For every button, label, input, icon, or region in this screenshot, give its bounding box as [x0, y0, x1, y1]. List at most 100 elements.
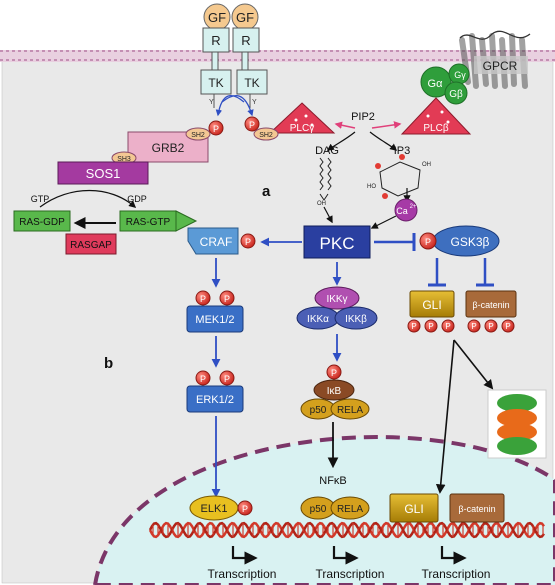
phospho-label-bcat-3: P	[505, 322, 510, 331]
phospho-tk-right	[244, 116, 260, 132]
g-beta-label: Gβ	[449, 89, 463, 100]
phospho-label-mek-1: P	[200, 294, 206, 304]
gf-label-1: GF	[208, 10, 226, 25]
tk-label-1: TK	[208, 76, 223, 90]
gpcr-label: GPCR	[483, 59, 518, 73]
ip3-ho-label: HO	[367, 184, 376, 190]
beta-catenin-nuc-label: β-catenin	[458, 504, 495, 514]
phospho-label-tk-right: P	[249, 120, 255, 130]
plc-gamma-label: PLCγ	[290, 123, 314, 134]
ikk-complex: IKKγ IKKα IKKβ	[296, 286, 378, 330]
dna-helix	[148, 521, 545, 539]
phospho-label-elk1: P	[242, 504, 248, 514]
erk: P P ERK1/2	[186, 370, 244, 413]
transcription-label-2: Transcription	[316, 567, 385, 581]
p50-nuc-label: p50	[310, 504, 327, 515]
sh3-label: SH3	[117, 156, 131, 163]
ikk-beta-label: IKKβ	[345, 314, 367, 325]
ikb-label: IκB	[327, 386, 342, 397]
sh2-label-2: SH2	[259, 132, 273, 139]
transcription-label-1: Transcription	[208, 567, 277, 581]
panel-label-a: a	[262, 183, 271, 200]
gf-label-2: GF	[236, 10, 254, 25]
sh2-label-1: SH2	[191, 132, 205, 139]
tk-label-2: TK	[244, 76, 259, 90]
plc-gamma: PLCγ	[268, 102, 336, 134]
pip2-label: PIP2	[351, 111, 375, 123]
gli-cytoplasm: GLI P P P	[407, 290, 455, 333]
transcription-label-3: Transcription	[422, 567, 491, 581]
erk-label: ERK1/2	[196, 394, 234, 406]
phospho-label-erk-2: P	[224, 374, 230, 384]
gsk3b: GSK3β P	[419, 225, 500, 257]
dag-oh-label: OH	[317, 201, 326, 207]
elk1-label: ELK1	[201, 503, 228, 515]
dag-label: DAG	[315, 145, 339, 157]
g-alpha-label: Gα	[428, 78, 444, 90]
y-label-1: Y	[209, 99, 214, 106]
dag-molecule: OH	[317, 157, 332, 207]
receptor-tyrosine-kinase: GF GF R R TK TK Y Y	[200, 3, 268, 117]
gtp-label: GTP	[31, 194, 50, 204]
phospho-label-bcat-1: P	[471, 322, 476, 331]
phospho-label-mek-2: P	[224, 294, 230, 304]
transcription-arrow-3: Transcription	[422, 546, 491, 581]
mek-label: MEK1/2	[195, 314, 234, 326]
ip3-label: IP3	[394, 145, 411, 157]
nfkb-nuclear: p50 RELA	[300, 496, 370, 520]
rasgap-label: RASGAP	[70, 240, 112, 251]
grb2: GRB2 SH2 SH3	[111, 127, 211, 165]
transcription-arrow-2: Transcription	[316, 546, 385, 581]
r-label-1: R	[211, 33, 220, 48]
nfkb-label: NFκB	[319, 475, 347, 487]
mek: P P MEK1/2	[186, 290, 244, 333]
ras-gdp-label: RAS-GDP	[19, 217, 65, 228]
elk1-nuclear: ELK1 P	[189, 495, 253, 521]
phospho-label-bcat-2: P	[488, 322, 493, 331]
rela-cyto-label: RELA	[337, 405, 363, 416]
phospho-label-gli-1: P	[411, 322, 416, 331]
ras-gdp: RAS-GDP	[13, 210, 71, 232]
rasgap: RASGAP	[65, 233, 117, 255]
gsk3b-label: GSK3β	[451, 235, 490, 249]
phospho-label-tk-left: P	[213, 124, 219, 134]
phospho-tk-left	[208, 120, 224, 136]
g-gamma-label: Gγ	[454, 70, 466, 80]
grb2-label: GRB2	[152, 141, 185, 155]
p50-cyto-label: p50	[310, 405, 327, 416]
panel-label-b: b	[104, 355, 113, 372]
pkc: PKC	[303, 225, 371, 259]
calcium-charge: 2+	[410, 204, 417, 210]
phospho-label-craf: P	[245, 237, 251, 247]
phospho-label-gli-3: P	[445, 322, 450, 331]
beta-catenin-cyto-label: β-catenin	[472, 300, 509, 310]
ip3-oh-label: OH	[422, 162, 431, 168]
transcription-arrow-1: Transcription	[208, 546, 277, 581]
gdp-label: GDP	[127, 194, 147, 204]
ras-gtp: RAS-GTP	[119, 210, 198, 232]
beta-catenin-nuclear: β-catenin	[449, 493, 505, 523]
plc-beta-label: PLCβ	[423, 123, 448, 134]
pkc-label: PKC	[320, 234, 355, 253]
sos1-label: SOS1	[86, 166, 121, 181]
proteasome	[487, 389, 547, 459]
ikb-nfkb-complex: P IκB p50 RELA	[300, 364, 370, 420]
phospho-label-gli-2: P	[428, 322, 433, 331]
calcium-label: Ca	[396, 206, 408, 216]
craf-label: CRAF	[200, 235, 233, 249]
sos1: SOS1	[57, 161, 149, 185]
gli-nuclear: GLI	[389, 493, 439, 523]
beta-catenin-cytoplasm: β-catenin P P P	[465, 290, 517, 333]
r-label-2: R	[241, 33, 250, 48]
phospho-label-erk-1: P	[200, 374, 206, 384]
craf: CRAF P	[187, 227, 256, 255]
ras-gtp-label: RAS-GTP	[126, 217, 171, 228]
ip3-molecule: HO OH	[367, 154, 431, 199]
gli-cyto-label: GLI	[422, 298, 441, 312]
gli-nuc-label: GLI	[404, 502, 423, 516]
rela-nuc-label: RELA	[337, 504, 363, 515]
plc-beta: PLCβ	[400, 97, 472, 135]
calcium: Ca 2+	[394, 198, 418, 222]
ikk-alpha-label: IKKα	[307, 314, 329, 325]
